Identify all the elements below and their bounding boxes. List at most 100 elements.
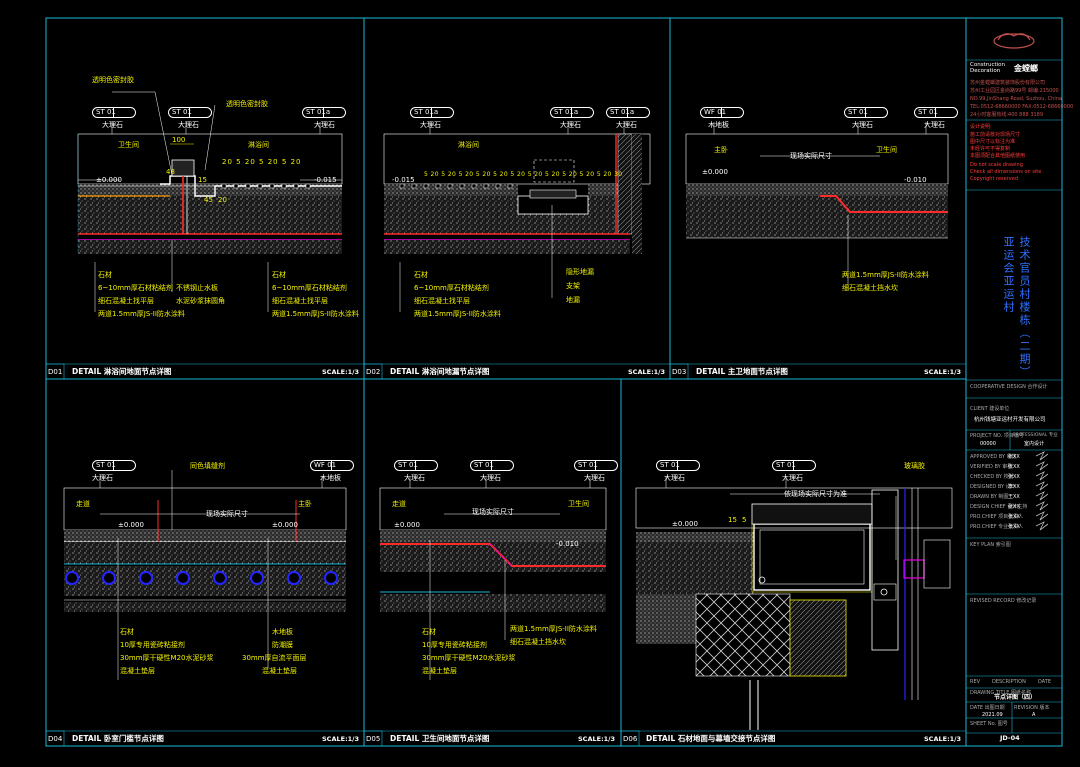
sign-name: 李XX: [1008, 484, 1020, 490]
detail-title: DETAIL 石材地面与幕墙交接节点详图: [646, 734, 776, 743]
center-label: 现场实际尺寸: [790, 152, 832, 160]
tag-material: 木地板: [708, 121, 729, 129]
tag-code: ST 01a: [414, 108, 439, 116]
tag-material: 大理石: [584, 474, 605, 482]
tag-material: 大理石: [314, 121, 335, 129]
dim-text: 15: [728, 516, 737, 524]
tag-code: ST 01: [172, 108, 192, 116]
note: 细石混凝土找平层: [272, 297, 328, 305]
tag-code: ST 01: [660, 461, 680, 469]
room-label: 卫生间: [118, 141, 139, 149]
detail-scale: SCALE:1/3: [322, 368, 360, 376]
tag-material: 大理石: [616, 121, 637, 129]
client-name: 杭州钱塘亚运村开发有限公司: [974, 417, 1046, 423]
note: 6~10mm厚石材粘结剂: [414, 284, 489, 292]
note: 混凝土垫层: [422, 667, 457, 675]
client-label: CLIENT 建设单位: [970, 406, 1010, 412]
company-logo: [993, 33, 1035, 49]
level-mark: ±0.000: [96, 176, 122, 184]
drawing-title: 节点详图（四）: [994, 694, 1037, 701]
dim-text: 45: [204, 196, 213, 204]
top-note: 透明色密封胶: [226, 100, 268, 108]
tag-code: ST 01: [96, 461, 116, 469]
note-line: 施工前请核对现场尺寸: [970, 132, 1021, 138]
professional-label: PROFESSIONAL 专业: [1013, 433, 1058, 438]
project-no: 00000: [980, 441, 996, 447]
sheet-label: SHEET No. 图号: [970, 721, 1008, 727]
note: 两道1.5mm厚JS-II防水涂料: [510, 625, 597, 633]
tag-code: ST 01: [474, 461, 494, 469]
tag-material: 大理石: [560, 121, 581, 129]
detail-number: D01: [48, 368, 63, 376]
note: 细石混凝土找平层: [98, 297, 154, 305]
dim-text: 48: [166, 168, 175, 176]
cooperative-design: COOPERATIVE DESIGN 合作设计: [970, 384, 1048, 390]
project-no-label: PROJECT NO. 项目编号: [970, 433, 1024, 439]
room-label: 淋浴间: [248, 141, 269, 149]
tag-material: 大理石: [852, 121, 873, 129]
dim-string: 20 5 20 5 20 5 20: [222, 158, 302, 166]
sign-name: 张XX: [1008, 514, 1020, 520]
note: 混凝土垫层: [262, 667, 297, 675]
level-mark: ±0.000: [394, 521, 420, 529]
tag-material: 大理石: [664, 474, 685, 482]
dim-text: 15: [198, 176, 207, 184]
tag-code: ST 01: [398, 461, 418, 469]
tag-material: 大理石: [178, 121, 199, 129]
room-label: 走道: [76, 500, 90, 508]
note: 混凝土垫层: [120, 667, 155, 675]
detail-number: D02: [366, 368, 381, 376]
room-label: 主卧: [298, 500, 312, 508]
detail-number: D04: [48, 735, 63, 743]
note: 两道1.5mm厚JS-II防水涂料: [272, 310, 359, 318]
project-name: 亚运会亚运村: [1002, 236, 1015, 314]
sign-name: 张XX: [1008, 474, 1020, 480]
address-line: 苏州工业园区金尚路99号 邮编:215000: [970, 88, 1059, 94]
company-full: 苏州金螳螂建筑装饰股份有限公司: [970, 80, 1046, 86]
note: 防潮膜: [272, 641, 293, 649]
note: 两道1.5mm厚JS-II防水涂料: [414, 310, 501, 318]
note: 30mm厚自流平面层: [242, 654, 307, 662]
sign-label: PRO.CHIEF 专业负责人: [970, 524, 1024, 530]
note: 木地板: [272, 628, 293, 636]
center-label: 依现场实际尺寸为准: [784, 490, 847, 498]
room-label: 走道: [392, 500, 406, 508]
address-line: NO.99,JinShang Road, Suzhou, China: [970, 96, 1062, 102]
sign-label: CHECKED BY 校对: [970, 474, 1014, 480]
detail-title: DETAIL 卫生间地面节点详图: [390, 734, 490, 743]
detail-scale: SCALE:1/3: [924, 368, 962, 376]
tag-material: 木地板: [320, 474, 341, 482]
detail-number: D05: [366, 735, 381, 743]
center-label: 现场实际尺寸: [472, 508, 514, 516]
tag-material: 大理石: [480, 474, 501, 482]
note: 石材: [120, 628, 134, 636]
detail-number: D03: [672, 368, 687, 376]
room-label: 卫生间: [568, 500, 589, 508]
sheet-number: JD-04: [1000, 734, 1020, 742]
level-mark: ±0.000: [272, 521, 298, 529]
revised-record: REVISED RECORD 修改记录: [970, 598, 1037, 604]
detail-scale: SCALE:1/3: [924, 735, 962, 743]
note: 两道1.5mm厚JS-II防水涂料: [842, 271, 929, 279]
note-line: Do not scale drawing: [970, 162, 1023, 168]
company-cn: 金螳螂: [1014, 64, 1038, 73]
top-note: 玻璃胶: [904, 462, 925, 470]
note: 6~10mm厚石材粘结剂: [98, 284, 173, 292]
tag-code: ST 01a: [306, 108, 331, 116]
note-line: 本图须配合其他图纸使用: [970, 153, 1026, 159]
tag-code: ST 01: [776, 461, 796, 469]
detail-d04-drawing: [63, 470, 347, 680]
sign-name: 张XX: [1008, 524, 1020, 530]
sign-label: PRO.CHIEF 项目负责人: [970, 514, 1024, 520]
detail-scale: SCALE:1/3: [628, 368, 666, 376]
tag-code: ST 01a: [554, 108, 579, 116]
detail-title: DETAIL 淋浴间地面节点详图: [72, 367, 172, 376]
note: 10厚专用瓷砖粘接剂: [120, 641, 185, 649]
note: 细石混凝土挡水坎: [510, 638, 566, 646]
center-label: 现场实际尺寸: [206, 510, 248, 518]
tag-material: 大理石: [924, 121, 945, 129]
level-mark: ±0.000: [672, 520, 698, 528]
detail-title: DETAIL 主卫地面节点详图: [696, 367, 788, 376]
